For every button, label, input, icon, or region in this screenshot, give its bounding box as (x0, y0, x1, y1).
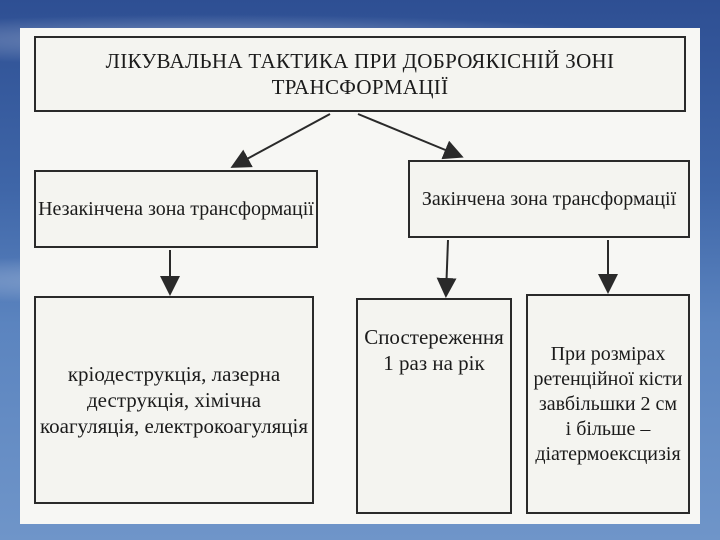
observation-box: Спостереження 1 раз на рік (356, 298, 512, 514)
diagram-sheet: ЛІКУВАЛЬНА ТАКТИКА ПРИ ДОБРОЯКІСНІЙ ЗОНІ… (20, 28, 700, 524)
complete-zone-box: Закінчена зона трансформації (408, 160, 690, 238)
arrow-to-left-branch (230, 113, 331, 168)
diagram-title: ЛІКУВАЛЬНА ТАКТИКА ПРИ ДОБРОЯКІСНІЙ ЗОНІ… (34, 36, 686, 112)
incomplete-zone-box: Незакінчена зона трансформації (34, 170, 318, 248)
arrow-to-observation (436, 239, 457, 298)
diathermoexcision-box: При розмірах ретенційної кісти завбільшк… (526, 294, 690, 514)
arrow-to-right-branch (357, 113, 464, 160)
connector-arrows (160, 113, 618, 298)
destruction-methods-box: кріодеструкція, лазерна деструкція, хімі… (34, 296, 314, 504)
